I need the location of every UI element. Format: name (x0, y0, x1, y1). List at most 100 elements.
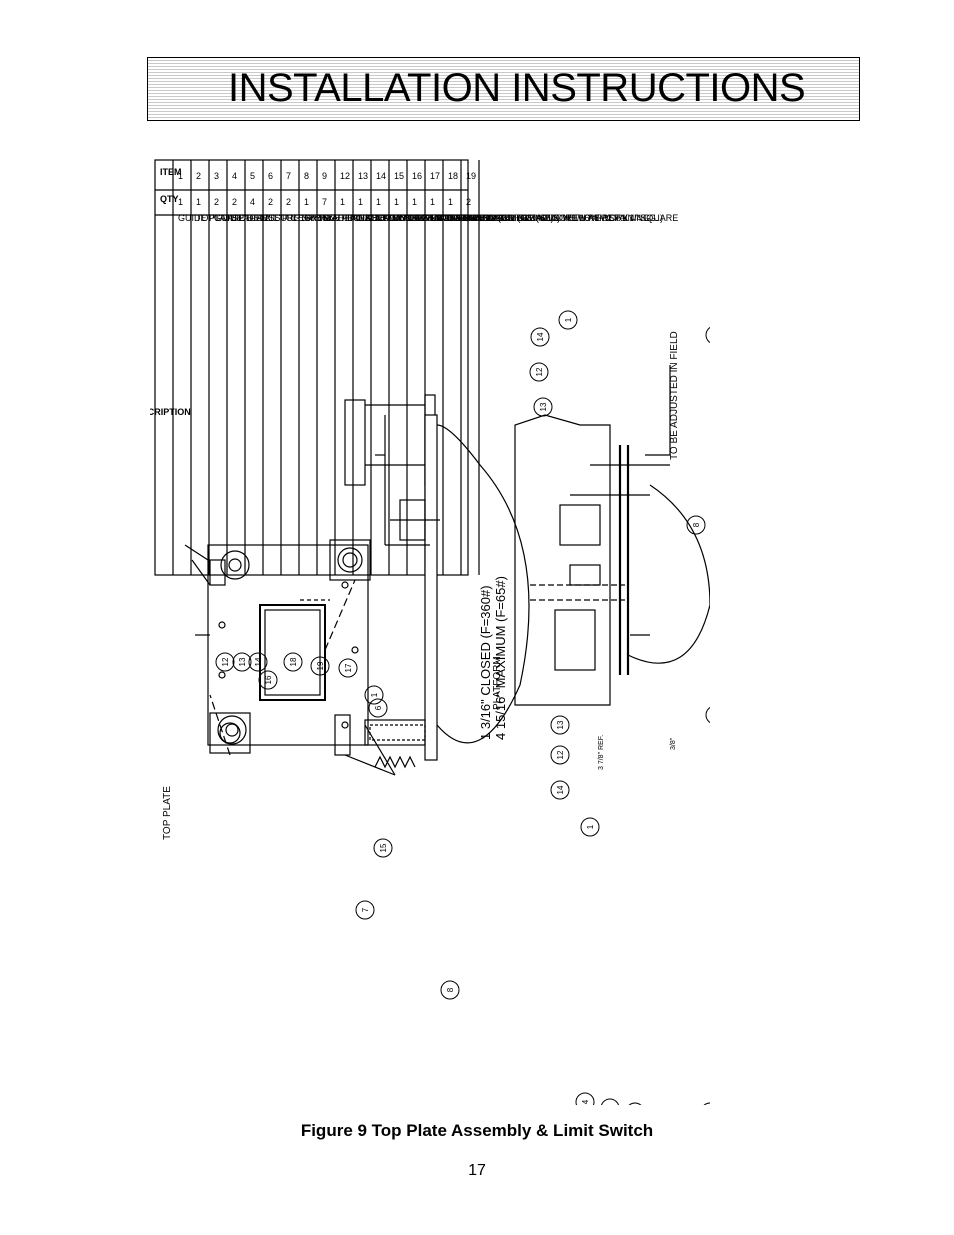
callout-plan-12: 12 (221, 657, 230, 666)
table-row-description: Gr 5 Hx HEAD BOLT 5/8-11 NC x 2 1/4" LG. (286, 213, 462, 223)
callout-side-12: 12 (556, 750, 565, 759)
callout-plan-15: 15 (379, 843, 388, 852)
callout-detail-14: 14 (536, 332, 545, 341)
callout-plan-14-circle (248, 652, 268, 672)
table-row-qty: 2 (214, 197, 219, 207)
header-box: INSTALLATION INSTRUCTIONS (147, 57, 860, 121)
callout-plan-7: 7 (361, 907, 370, 912)
table-row-item: 6 (268, 171, 273, 181)
callout-plan-6: 6 (374, 705, 383, 710)
table-row-item: 2 (196, 171, 201, 181)
table-row-qty: 1 (448, 197, 453, 207)
callout-side-14: 14 (556, 785, 565, 794)
callout-detail-8: 8 (692, 522, 701, 527)
callout-plan-13-circle (232, 652, 252, 672)
table-header-description: DESCRIPTION (150, 407, 191, 417)
callout-plan-18: 18 (289, 657, 298, 666)
table-row-description: GUIDE PLATE DETAIL (178, 213, 270, 223)
callout-detail-13-circle (533, 397, 553, 417)
callout-detail-13-circle (705, 325, 725, 345)
table-row-qty: 2 (268, 197, 273, 207)
table-row-qty: 1 (304, 197, 309, 207)
table-row-qty: 4 (250, 197, 255, 207)
callout-detail-12: 12 (535, 367, 544, 376)
page-title: INSTALLATION INSTRUCTIONS (228, 66, 806, 110)
callout-side-12-circle (550, 745, 570, 765)
table-row-qty: 2 (286, 197, 291, 207)
callout-detail-1: 1 (564, 317, 573, 322)
callout-side-14-circle (550, 780, 570, 800)
callout-plan-17-circle (338, 658, 358, 678)
callout-plan-16: 16 (264, 675, 273, 684)
table-row-item: 19 (466, 171, 476, 181)
table-header-item: ITEM (160, 167, 182, 177)
parts-table: ITEMQTYDESCRIPTION11GUIDE PLATE DETAIL21… (129, 159, 678, 576)
callout-plan-6-circle (368, 698, 388, 718)
top-plate-label: TOP PLATE (162, 786, 173, 840)
table-row-description: PRESSURE SPRING (250, 213, 337, 223)
callout-side-1-circle (580, 817, 600, 837)
callout-side-5-circle (625, 1102, 645, 1122)
table-row-qty: 1 (340, 197, 345, 207)
table-row-description: THREADED ROD 1/2-13NC x 4 3/4" LG (340, 213, 500, 223)
maximum-dimension-label: 4 15/16" MAXIMUM (F=65#) (493, 576, 508, 740)
table-row-item: 1 (178, 171, 183, 181)
table-row-qty: 1 (376, 197, 381, 207)
table-row-item: 15 (394, 171, 404, 181)
table-row-description: NEOPRENE 5/8 (DURO50-60) ON 1/16" HRSP x… (430, 213, 678, 223)
callout-side-4: 4 (581, 1099, 590, 1104)
callout-plan-14: 14 (254, 657, 263, 666)
table-row-item: 14 (376, 171, 386, 181)
table-row-item: 7 (286, 171, 291, 181)
table-row-description: Gr 5 FLANGED LOCKSCREW 3/8-16 NC x 3/4" … (322, 213, 531, 223)
table-row-item: 18 (448, 171, 458, 181)
callout-side-13: 13 (556, 720, 565, 729)
table-row-item: 4 (232, 171, 237, 181)
table-row-qty: 1 (412, 197, 417, 207)
callout-side-13-circle (705, 705, 725, 725)
callout-plan-7-circle (355, 900, 375, 920)
table-row-item: 9 (322, 171, 327, 181)
table-row-qty: 1 (178, 197, 183, 207)
callout-side-5-circle (600, 1098, 620, 1118)
callout-side-2-circle (700, 1102, 720, 1122)
closed-dimension-label: 1 3/16" CLOSED (F=360#) (478, 585, 493, 740)
figure-svg: ITEMQTYDESCRIPTION11GUIDE PLATE DETAIL21… (129, 159, 732, 1145)
table-row-item: 5 (250, 171, 255, 181)
callout-plan-19: 19 (316, 661, 325, 670)
table-row-description: WARNING ADHESIVE LABEL (REMOVE YELLOW RE… (394, 213, 663, 223)
table-row-qty: 7 (322, 197, 327, 207)
table-row-qty: 2 (466, 197, 471, 207)
adjust-in-field-label: TO BE ADJUSTED IN FIELD (669, 331, 680, 460)
table-row-description: CAM (376, 213, 396, 223)
table-header-qty: QTY (160, 194, 179, 204)
table-row-item: 13 (358, 171, 368, 181)
callout-detail-12-circle (529, 362, 549, 382)
table-row-qty: 2 (232, 197, 237, 207)
platform-label: PLATFORM (492, 656, 503, 710)
table-row-description: LIMITS SWITCH GLCA01C (448, 213, 559, 223)
table-row-item: 8 (304, 171, 309, 181)
table-row-description: RD HEAD MACHINE SCREW #8-32 x 1 1/4 LG. (466, 213, 659, 223)
callout-plan-19-circle (310, 656, 330, 676)
dimension-small-label: 3/8" (670, 737, 677, 750)
table-row-qty: 1 (430, 197, 435, 207)
table-row-description: SPACER (232, 213, 269, 223)
callout-detail-13: 13 (539, 402, 548, 411)
callout-plan-15-circle (373, 838, 393, 858)
table-row-item: 17 (430, 171, 440, 181)
section-view (344, 394, 530, 769)
figure-caption: Figure 9 Top Plate Assembly & Limit Swit… (300, 1121, 654, 1140)
callout-plan-18-circle (283, 652, 303, 672)
callout-detail-1-circle (558, 310, 578, 330)
table-row-description: GUIDE (214, 213, 243, 223)
callout-detail-8-circle (686, 515, 706, 535)
table-row-description: TOP PLATE DETAIL (196, 213, 278, 223)
callout-plan-8: 8 (446, 987, 455, 992)
table-row-description: HX. NYLON LOCK NUT 1/2-13NC (358, 213, 496, 223)
callout-plan-17: 17 (344, 663, 353, 672)
table-row-description: FLAT WASHER 1/2" SERIE W (STD) WITH REWO… (412, 213, 629, 223)
callout-detail-14-circle (530, 327, 550, 347)
table-row-item: 3 (214, 171, 219, 181)
table-row-description: Gr 5 Hx HEAD BOLT 1/2-13NC x 1 1/2" LG. (304, 213, 478, 223)
